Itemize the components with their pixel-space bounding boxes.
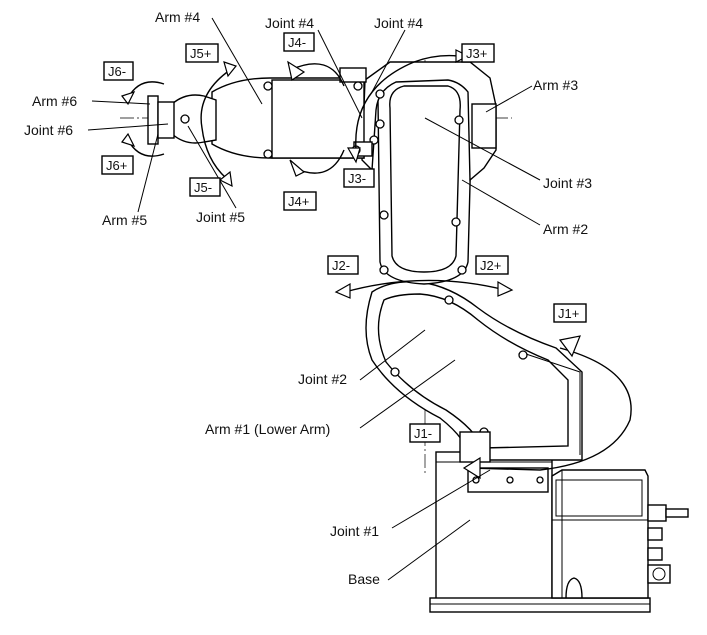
- svg-text:J4+: J4+: [288, 194, 309, 209]
- box-j6-minus: J6-: [103, 61, 134, 81]
- j5-arrow: [200, 69, 231, 179]
- direction-boxes: J6- J6+ J5+ J5- J4- J4+ J3+ J3-: [101, 32, 587, 443]
- text-labels: Arm #4 Joint #4 Joint #4 Arm #6 Joint #6…: [24, 9, 592, 587]
- svg-text:J2-: J2-: [332, 258, 350, 273]
- svg-text:J1-: J1-: [414, 426, 432, 441]
- box-j5-minus: J5-: [189, 177, 221, 197]
- box-j4-minus: J4-: [283, 32, 315, 52]
- svg-text:J3-: J3-: [348, 171, 366, 186]
- svg-text:J3+: J3+: [466, 46, 487, 61]
- arm1-body: [365, 281, 583, 463]
- svg-text:J4-: J4-: [288, 35, 306, 50]
- label-joint2: Joint #2: [298, 371, 347, 387]
- svg-text:J5+: J5+: [190, 46, 211, 61]
- j1-arrow: [469, 347, 632, 471]
- arm6-body: [147, 95, 175, 145]
- svg-text:J6-: J6-: [108, 64, 126, 79]
- label-arm4: Arm #4: [155, 9, 200, 25]
- arm2-body: [375, 73, 474, 285]
- box-j5-plus: J5+: [185, 43, 219, 63]
- box-j3-plus: J3+: [461, 43, 495, 63]
- label-joint3: Joint #3: [543, 175, 592, 191]
- label-joint4-a: Joint #4: [265, 15, 314, 31]
- box-j3-minus: J3-: [343, 168, 375, 188]
- box-j6-plus: J6+: [101, 155, 134, 175]
- rotation-arrows: [121, 49, 632, 480]
- j2-arrow: [344, 279, 506, 293]
- svg-text:J6+: J6+: [106, 158, 127, 173]
- svg-text:J5-: J5-: [194, 180, 212, 195]
- label-arm2: Arm #2: [543, 221, 588, 237]
- arm5-body: [171, 94, 217, 144]
- arm4-body: [211, 67, 373, 159]
- label-joint5: Joint #5: [196, 209, 245, 225]
- label-base: Base: [348, 571, 380, 587]
- label-arm3: Arm #3: [533, 77, 578, 93]
- box-j1-minus: J1-: [409, 423, 441, 443]
- label-arm6: Arm #6: [32, 93, 77, 109]
- base-body: [429, 451, 689, 613]
- box-j4-plus: J4+: [283, 191, 317, 211]
- label-joint6: Joint #6: [24, 122, 73, 138]
- j3-arrow: [355, 54, 459, 151]
- label-arm1: Arm #1 (Lower Arm): [205, 421, 330, 437]
- svg-text:J1+: J1+: [558, 306, 579, 321]
- box-j2-plus: J2+: [475, 255, 509, 275]
- box-j1-plus: J1+: [553, 303, 587, 323]
- label-arm5: Arm #5: [102, 212, 147, 228]
- label-joint4-b: Joint #4: [374, 15, 423, 31]
- leader-lines: [87, 17, 541, 581]
- svg-text:J2+: J2+: [480, 258, 501, 273]
- label-joint1: Joint #1: [330, 523, 379, 539]
- box-j2-minus: J2-: [327, 255, 359, 275]
